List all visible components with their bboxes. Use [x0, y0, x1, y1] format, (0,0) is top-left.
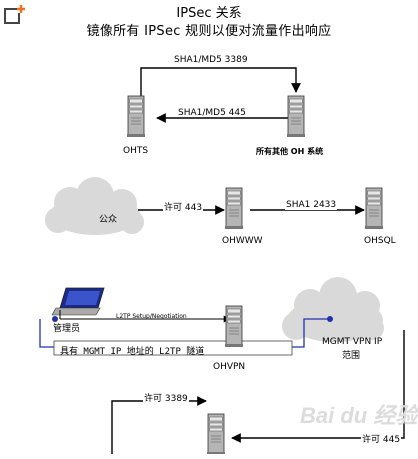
- section-vpn-connections: [39, 277, 384, 356]
- permit-3389-label: 许可 3389: [143, 391, 189, 404]
- ohsql-label: OHSQL: [364, 236, 396, 246]
- ohwww-server-icon: [224, 187, 244, 230]
- plus-square-icon: [3, 3, 27, 27]
- mgmt-vpn-cloud-icon: [282, 277, 384, 342]
- ohts-server-icon: [126, 95, 146, 138]
- l2tp-tunnel-line: [39, 318, 330, 348]
- watermark: Bai du 经验: [300, 403, 418, 428]
- other-oh-server-icon: [286, 95, 306, 138]
- permit-443-label: 许可 443: [163, 200, 204, 213]
- l2tp-setup-label: L2TP Setup/Negotiation: [116, 313, 187, 320]
- mgmt-range-label-1: MGMT VPN IP: [322, 337, 383, 347]
- public-cloud-icon: [45, 177, 144, 235]
- diagram-subtitle: 镜像所有 IPSec 规则以便对流量作出响应: [86, 24, 332, 39]
- ohts-label: OHTS: [123, 146, 149, 156]
- tunnel-label: 具有 MGMT IP 地址的 L2TP 隧道: [60, 347, 205, 357]
- ohvpn-label: OHVPN: [213, 362, 246, 372]
- ohvpn-server-icon: [224, 305, 244, 348]
- mgmt-range-label-2: 范围: [342, 351, 361, 361]
- section-web-connections: [45, 177, 384, 235]
- diagram-title: IPSec 关系: [176, 6, 242, 21]
- section-ohts-connections: [126, 67, 306, 138]
- permit-3389-connector: [111, 396, 207, 454]
- admin-laptop-icon: [51, 287, 105, 316]
- sha-2433-label: SHA1 2433: [285, 200, 338, 210]
- permit-445-label: 许可 445: [361, 432, 402, 445]
- bottom-server-icon: [206, 413, 226, 456]
- ohwww-label: OHWWW: [222, 236, 263, 246]
- ohsql-server-icon: [364, 187, 384, 230]
- sha-3389-connector: [140, 67, 301, 96]
- sha-3389-label: SHA1/MD5 3389: [174, 55, 248, 65]
- all-other-oh-label: 所有其他 OH 系统: [256, 147, 324, 156]
- sha-445-label: SHA1/MD5 445: [178, 108, 246, 118]
- public-label: 公众: [99, 215, 118, 225]
- permit-445-connector: [231, 330, 405, 443]
- admin-label: 管理员: [53, 324, 81, 334]
